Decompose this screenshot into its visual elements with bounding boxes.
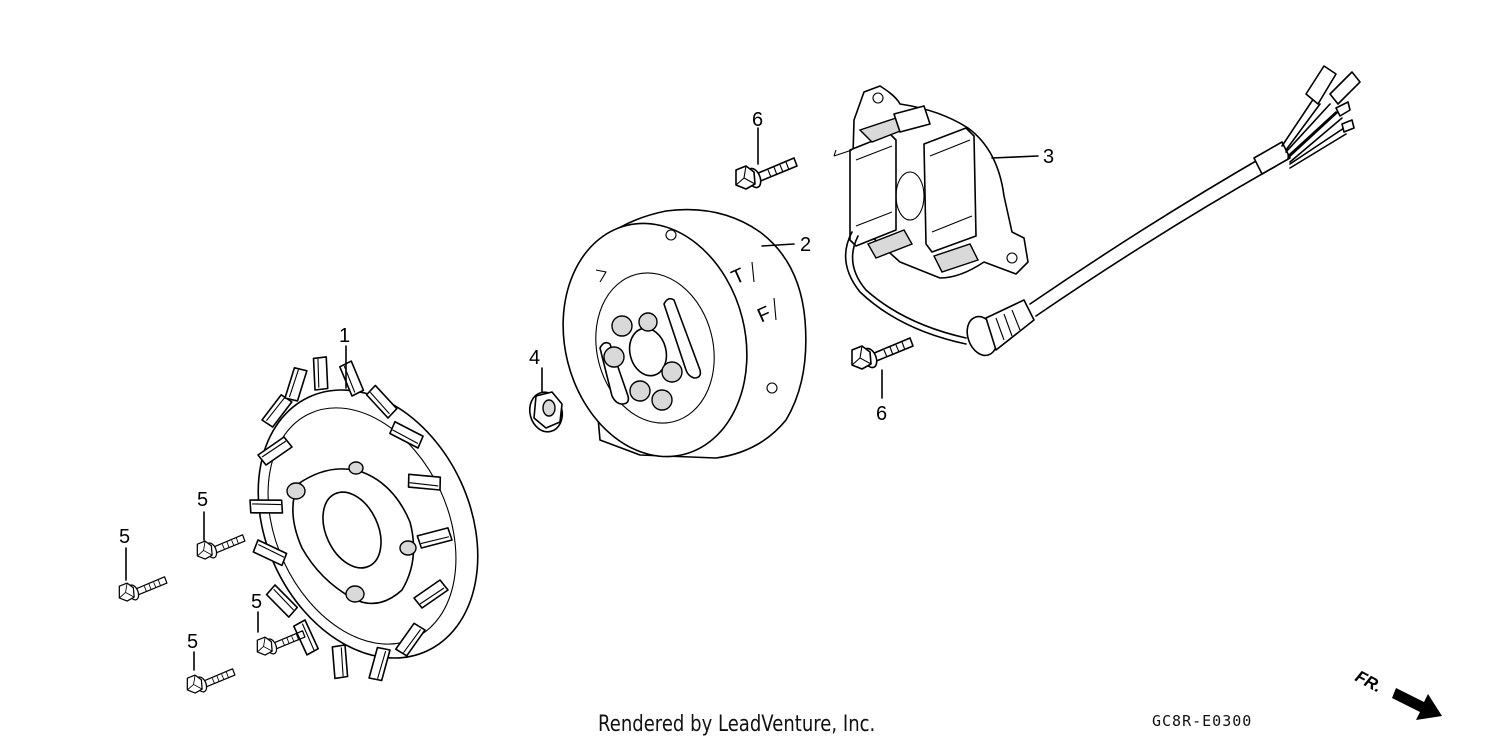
flywheel-fan	[243, 350, 479, 687]
bolt-6-lower	[851, 337, 914, 371]
part-label-4: 4	[529, 347, 540, 369]
part-label-6-upper: 6	[752, 109, 763, 131]
leader-lines	[125, 127, 1039, 671]
diagram-code: GC8R-E0300	[1152, 712, 1253, 730]
direction-marker-text: FR.	[1352, 667, 1385, 697]
footer-credit: Rendered by LeadVenture, Inc.	[598, 712, 876, 737]
direction-arrow-icon	[1392, 688, 1442, 720]
part-label-2: 2	[800, 234, 811, 256]
stator-coil	[833, 65, 1361, 357]
bolt-6-upper	[735, 157, 798, 191]
part-label-3: 3	[1043, 146, 1054, 168]
part-label-6-lower: 6	[876, 403, 887, 425]
part-label-5-a: 5	[197, 489, 208, 511]
flange-nut	[528, 391, 564, 433]
front-direction-marker: FR.	[1352, 667, 1442, 720]
part-label-1: 1	[339, 325, 350, 347]
part-label-5-d: 5	[187, 631, 198, 653]
bolt-5-d	[186, 668, 236, 695]
flywheel-rotor: T F	[562, 208, 807, 459]
part-label-5-c: 5	[251, 591, 262, 613]
part-label-5-b: 5	[119, 526, 130, 548]
